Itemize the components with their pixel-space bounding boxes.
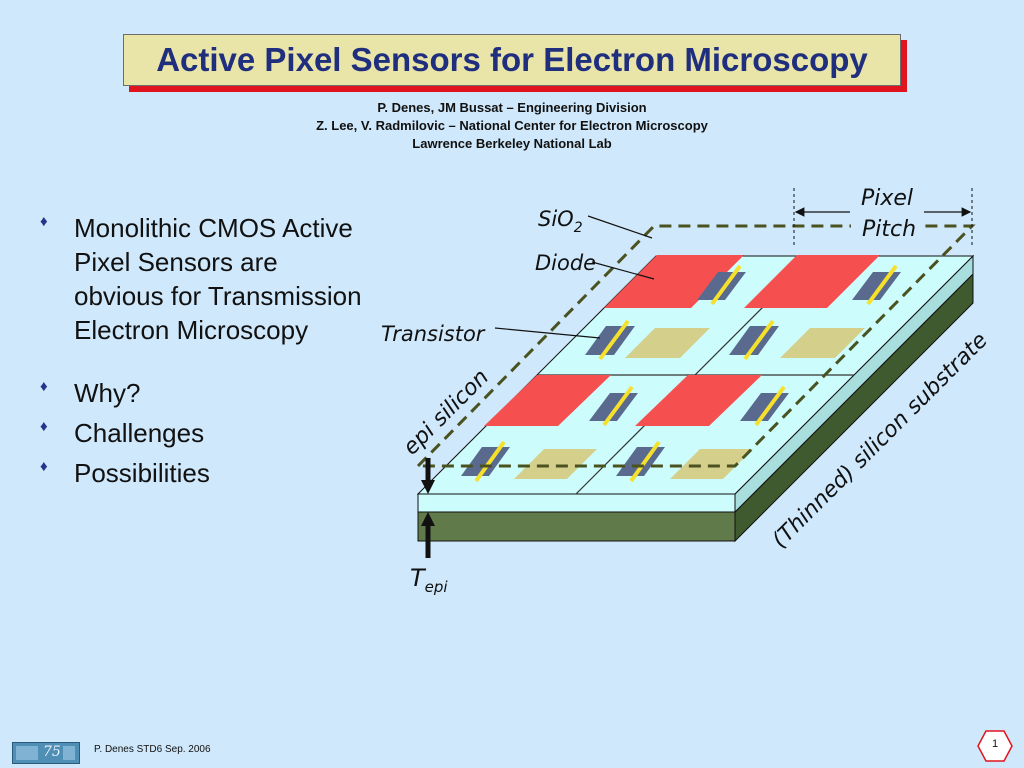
diode-leader (591, 261, 655, 280)
page-number: 1 (991, 738, 999, 750)
authors-block: P. Denes, JM Bussat – Engineering Divisi… (200, 99, 824, 153)
pad (514, 449, 597, 479)
diode (484, 375, 611, 426)
bullet-item: ♦ Challenges (40, 416, 370, 450)
transistor (616, 440, 665, 483)
transistor-leader (494, 327, 601, 339)
transistor (697, 264, 746, 306)
diode (635, 375, 762, 426)
author-line-2: Z. Lee, V. Radmilovic – National Center … (316, 118, 708, 133)
bullet-item: ♦ Possibilities (40, 456, 370, 490)
diamond-bullet-icon: ♦ (40, 213, 48, 230)
transistor (461, 440, 510, 483)
diamond-bullet-icon: ♦ (40, 418, 48, 435)
diode-label: Diode (535, 251, 596, 275)
transistor-label: Transistor (381, 322, 486, 346)
sio2-label: SiO2 (538, 207, 583, 236)
tepi-label: Tepi (410, 564, 448, 596)
lab-logo: 75 (12, 742, 80, 764)
transistor (740, 385, 789, 427)
bullet-text: Challenges (74, 418, 205, 448)
pixel-pitch-label-1: Pixel (861, 186, 913, 211)
title-box: Active Pixel Sensors for Electron Micros… (123, 34, 901, 86)
pixel-pitch-label-2: Pitch (862, 217, 916, 242)
substrate-front (417, 511, 736, 542)
transistor (589, 385, 638, 427)
author-line-1: P. Denes, JM Bussat – Engineering Divisi… (377, 100, 647, 115)
bullet-text: Why? (74, 378, 141, 408)
pad (780, 328, 865, 358)
sio2-leader (587, 215, 653, 239)
bullet-text: Monolithic CMOS Active Pixel Sensors are… (74, 213, 362, 345)
diode (744, 255, 880, 308)
bullet-list: ♦ Monolithic CMOS Active Pixel Sensors a… (40, 211, 370, 496)
bullet-item: ♦ Why? (40, 376, 370, 410)
pad (625, 328, 710, 358)
page-number-hexagon-icon (977, 730, 1013, 762)
bullet-text: Possibilities (74, 458, 210, 488)
transistor (852, 264, 901, 306)
bullet-item: ♦ Monolithic CMOS Active Pixel Sensors a… (40, 211, 370, 347)
transistor (729, 319, 779, 361)
footer-text: P. Denes STD6 Sep. 2006 (94, 744, 211, 755)
transistor (585, 319, 635, 361)
slide-title: Active Pixel Sensors for Electron Micros… (156, 41, 868, 78)
author-line-3: Lawrence Berkeley National Lab (412, 136, 612, 151)
logo-number: 75 (43, 744, 61, 760)
diamond-bullet-icon: ♦ (40, 378, 48, 395)
diamond-bullet-icon: ♦ (40, 458, 48, 475)
epi-front (417, 493, 736, 513)
diode (604, 255, 744, 308)
pad (670, 449, 753, 479)
